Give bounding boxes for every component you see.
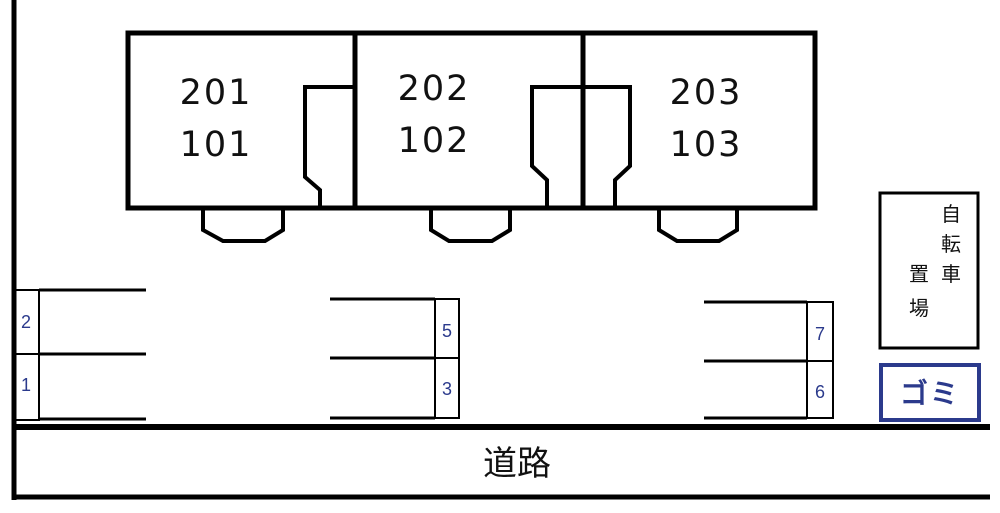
bicycle-parking-label-col1-char2: 場: [909, 296, 929, 320]
bicycle-parking-box: [878, 191, 980, 350]
unit-label-202: 202: [398, 69, 471, 109]
balcony-3: [657, 208, 739, 243]
bicycle-parking-label-col2-char3: 車: [941, 262, 961, 286]
unit-label-102: 102: [398, 121, 471, 161]
bicycle-parking-label-col1-char1: 置: [909, 262, 929, 286]
unit-label-203: 203: [670, 73, 743, 113]
entry-stair-2b: [583, 85, 632, 208]
garbage-area-label: ゴミ: [900, 377, 960, 410]
unit-label-103: 103: [670, 125, 743, 165]
entry-stair-2a: [530, 85, 583, 208]
entry-stair-1: [303, 85, 355, 208]
unit-label-201: 201: [180, 73, 253, 113]
parking-space-6: 6: [815, 382, 825, 402]
garbage-area-box: [879, 363, 981, 422]
parking-space-7: 7: [815, 324, 825, 344]
unit-label-101: 101: [180, 125, 253, 165]
balcony-2: [429, 208, 512, 243]
balcony-1: [201, 208, 285, 243]
road-label: 道路: [483, 444, 551, 484]
building-outline: [125, 30, 818, 211]
bicycle-parking-label-col2-char2: 転: [941, 232, 961, 256]
bicycle-parking-label-col2-char1: 自: [941, 202, 961, 226]
parking-space-5: 5: [442, 321, 452, 341]
parking-space-2: 2: [21, 312, 31, 332]
parking-space-3: 3: [442, 379, 452, 399]
parking-space-1: 1: [21, 375, 31, 395]
